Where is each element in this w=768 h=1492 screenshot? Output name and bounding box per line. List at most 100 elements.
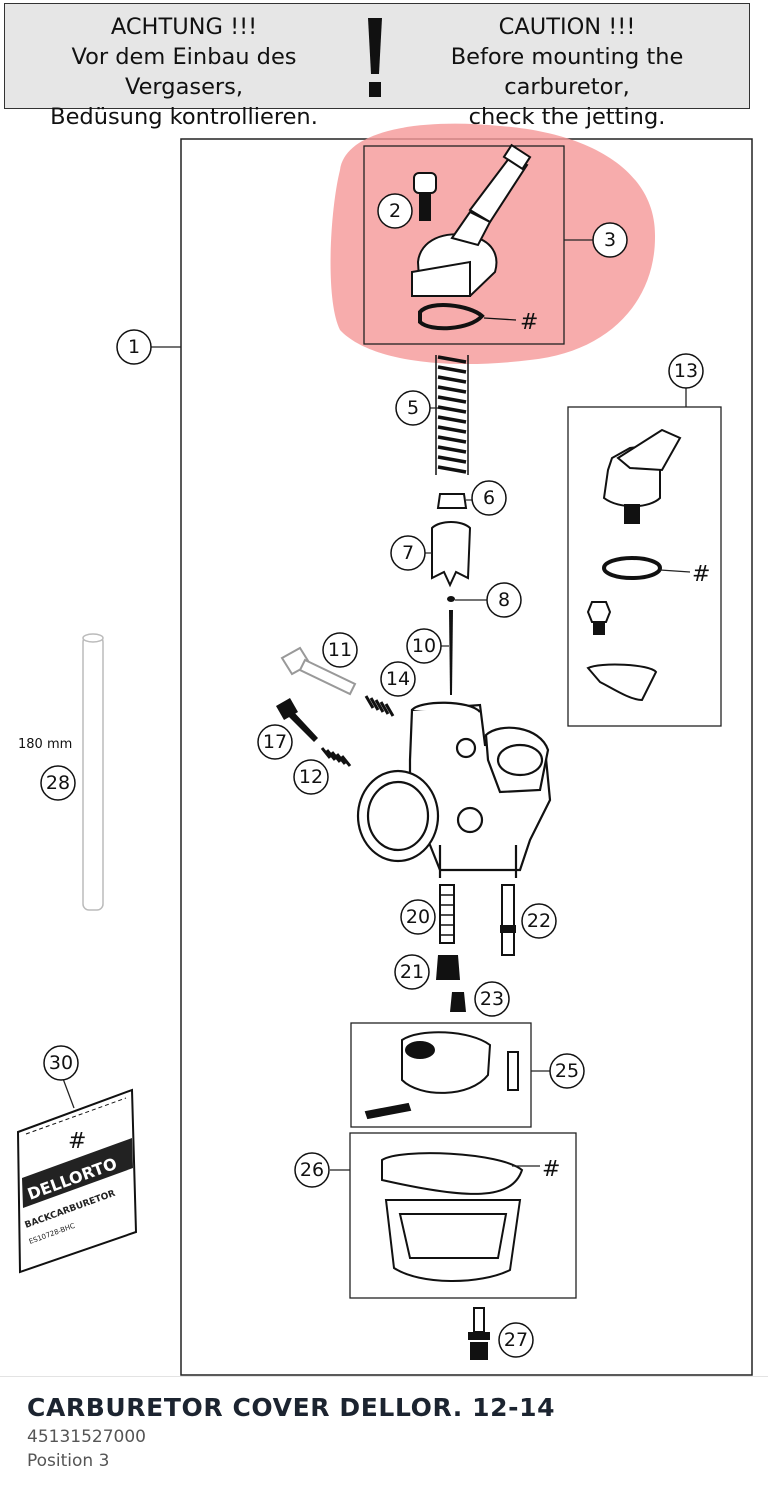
choke-nut[interactable] <box>586 601 612 635</box>
callout-number: 28 <box>46 772 70 794</box>
callout-7[interactable]: 7 <box>390 535 426 571</box>
float-part-25[interactable] <box>364 1031 519 1120</box>
warning-english: CAUTION !!! Before mounting the carburet… <box>389 12 745 132</box>
callout-circle[interactable] <box>377 193 413 229</box>
callout-circle[interactable] <box>549 1053 585 1089</box>
callout-circle[interactable] <box>394 954 430 990</box>
drain-bolt-part-27[interactable] <box>468 1307 490 1360</box>
hose-part-28[interactable] <box>82 633 104 911</box>
callout-circle[interactable] <box>380 661 416 697</box>
callout-circle[interactable] <box>474 981 510 1017</box>
callout-6[interactable]: 6 <box>471 480 507 516</box>
callout-circle[interactable] <box>471 480 507 516</box>
callout-17[interactable]: 17 <box>257 724 293 760</box>
callout-28[interactable]: 28 <box>40 765 76 801</box>
callout-20[interactable]: 20 <box>400 899 436 935</box>
hose-length-label: 180 mm <box>18 737 72 752</box>
callout-12[interactable]: 12 <box>293 759 329 795</box>
callout-circle[interactable] <box>592 222 628 258</box>
callout-3[interactable]: 3 <box>592 222 628 258</box>
choke-part-13[interactable] <box>602 428 682 524</box>
callout-circle[interactable] <box>668 353 704 389</box>
throttle-slide-part-7[interactable] <box>431 521 472 588</box>
callout-5[interactable]: 5 <box>395 390 431 426</box>
exploded-parts-diagram: # <box>16 123 753 1376</box>
callout-circle[interactable] <box>116 329 152 365</box>
warning-en-line-1: CAUTION !!! <box>498 14 636 40</box>
callout-30[interactable]: 30 <box>43 1045 79 1081</box>
callout-number: 8 <box>498 589 510 611</box>
callout-number: 17 <box>263 731 287 753</box>
callout-1[interactable]: 1 <box>116 329 152 365</box>
retainer-part-6[interactable] <box>436 493 468 509</box>
callout-number: 10 <box>412 635 436 657</box>
part-3-box[interactable] <box>363 145 565 345</box>
callout-circle[interactable] <box>43 1045 79 1081</box>
part-26-box[interactable] <box>349 1132 577 1299</box>
spring-part-12[interactable] <box>320 747 352 767</box>
callout-25[interactable]: 25 <box>549 1053 585 1089</box>
spring-part-5[interactable] <box>435 355 469 475</box>
warning-banner: ACHTUNG !!! Vor dem Einbau des Vergasers… <box>4 3 750 130</box>
cover-gasket[interactable] <box>418 303 517 331</box>
clip-part-8[interactable] <box>447 596 455 602</box>
jet-holder-part-21[interactable] <box>436 955 460 980</box>
carburetor-body[interactable] <box>356 701 552 878</box>
callout-number: 20 <box>406 906 430 928</box>
jet-part-22[interactable] <box>500 884 516 956</box>
callout-circle[interactable] <box>40 765 76 801</box>
callout-circle[interactable] <box>395 390 431 426</box>
float-bowl-part-26[interactable] <box>381 1152 524 1282</box>
callout-number: 13 <box>674 360 698 382</box>
callout-number: 6 <box>483 487 495 509</box>
callout-circle[interactable] <box>257 724 293 760</box>
spring-part-14[interactable] <box>364 695 395 717</box>
choke-gasket-kit-mark: # <box>692 562 710 587</box>
carburetor-cover-part-3[interactable] <box>411 143 532 297</box>
callout-circle[interactable] <box>406 628 442 664</box>
callout-circle[interactable] <box>400 899 436 935</box>
callout-14[interactable]: 14 <box>380 661 416 697</box>
callout-22[interactable]: 22 <box>521 903 557 939</box>
callout-number: 1 <box>128 336 140 358</box>
selected-part-highlight[interactable] <box>330 123 656 365</box>
callout-10[interactable]: 10 <box>406 628 442 664</box>
callout-2[interactable]: 2 <box>377 193 413 229</box>
choke-gasket[interactable] <box>602 556 691 580</box>
callout-27[interactable]: 27 <box>498 1322 534 1358</box>
callout-circle[interactable] <box>390 535 426 571</box>
jetting-kit-bag-part-30[interactable]: DELLORTO BACKCARBURETOR ES10728-BHC <box>16 1088 138 1274</box>
callout-21[interactable]: 21 <box>394 954 430 990</box>
callout-number: 12 <box>299 766 323 788</box>
idle-screw-part-11[interactable] <box>280 646 357 696</box>
callout-26[interactable]: 26 <box>294 1152 330 1188</box>
callout-11[interactable]: 11 <box>322 632 358 668</box>
needle-part-10[interactable] <box>449 610 453 695</box>
callout-number: 11 <box>328 639 352 661</box>
part-25-box[interactable] <box>350 1022 532 1128</box>
callout-23[interactable]: 23 <box>474 981 510 1017</box>
jet-part-20[interactable] <box>439 884 455 944</box>
choke-bracket[interactable] <box>586 663 658 702</box>
warning-en-line-3: check the jetting. <box>468 104 666 130</box>
callout-8[interactable]: 8 <box>486 582 522 618</box>
callout-circle[interactable] <box>498 1322 534 1358</box>
mixture-screw-part-17[interactable] <box>276 698 318 742</box>
callout-number: 21 <box>400 961 424 983</box>
callout-circle[interactable] <box>322 632 358 668</box>
callout-circle[interactable] <box>294 1152 330 1188</box>
bowl-gasket-kit-mark: # <box>542 1157 560 1182</box>
callout-number: 7 <box>402 542 414 564</box>
warning-german: ACHTUNG !!! Vor dem Einbau des Vergasers… <box>11 12 357 132</box>
callout-13[interactable]: 13 <box>668 353 704 389</box>
callout-number: 22 <box>527 910 551 932</box>
callout-circle[interactable] <box>293 759 329 795</box>
screw-part-2[interactable] <box>413 172 437 221</box>
callout-circle[interactable] <box>486 582 522 618</box>
callout-circle[interactable] <box>521 903 557 939</box>
part-info-footer: CARBURETOR COVER DELLOR. 12-14 451315270… <box>0 1376 768 1492</box>
part-13-box[interactable] <box>567 406 722 727</box>
callout-number: 2 <box>389 200 401 222</box>
main-jet-part-23[interactable] <box>450 992 466 1012</box>
